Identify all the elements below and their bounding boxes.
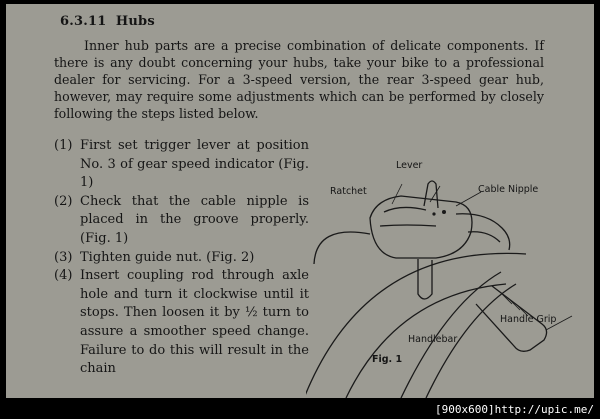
lever-blade: [423, 180, 439, 209]
inner-arc: [345, 283, 507, 398]
section-heading: 6.3.11 Hubs: [60, 14, 155, 29]
watermark: [900x600]http://upic.me/: [431, 402, 598, 417]
clamp-body: [417, 259, 433, 300]
step-item: (4) Insert coupling rod through axle hol…: [54, 267, 309, 379]
step-text: First set trigger lever at position No. …: [80, 138, 309, 191]
step-number: (3): [54, 249, 73, 265]
step-text: Tighten guide nut. (Fig. 2): [80, 249, 255, 265]
brake-lever-bottom: [467, 231, 501, 243]
bar-upper: [400, 271, 502, 398]
intro-paragraph: Inner hub parts are a precise combinatio…: [54, 37, 544, 122]
step-text: Insert coupling rod through axle hole an…: [80, 268, 309, 377]
bar-lower: [425, 283, 517, 398]
section-title: Hubs: [115, 14, 155, 29]
step-item: (2) Check that the cable nipple is place…: [54, 193, 309, 249]
leader-ratchet: [391, 183, 403, 205]
label-cable-nipple: Cable Nipple: [478, 184, 539, 195]
brake-lever-top: [455, 213, 511, 251]
housing-detail: [383, 206, 427, 213]
step-number: (4): [54, 268, 73, 284]
figure-caption: Fig. 1: [372, 354, 403, 365]
step-item: (3) Tighten guide nut. (Fig. 2): [54, 249, 309, 268]
outer-arc: [306, 252, 527, 396]
leader-cable-nipple: [455, 191, 482, 207]
step-number: (2): [54, 193, 73, 209]
section-number: 6.3.11: [60, 14, 107, 29]
intro-text: Inner hub parts are a precise combinatio…: [54, 38, 544, 121]
steps-list: (1) First set trigger lever at position …: [54, 137, 309, 379]
watermark-size: [900x600]: [435, 403, 495, 416]
handlebar-diagram: [306, 180, 573, 398]
cable-left: [313, 231, 371, 265]
figure-1: Lever Ratchet Cable Nipple Handle Grip H…: [306, 154, 591, 398]
handle-grip: [475, 285, 548, 352]
step-number: (1): [54, 138, 73, 153]
label-handlebar: Handlebar: [408, 334, 458, 345]
manual-page: 6.3.11 Hubs Inner hub parts are a precis…: [6, 4, 594, 398]
watermark-url: http://upic.me/: [494, 403, 594, 416]
label-lever: Lever: [396, 160, 423, 171]
housing-detail-2: [379, 224, 437, 227]
step-text: Check that the cable nipple is placed in…: [80, 193, 309, 246]
label-handle-grip: Handle Grip: [500, 314, 557, 325]
label-ratchet: Ratchet: [330, 186, 367, 197]
leader-lever: [429, 185, 441, 203]
step-item: (1) First set trigger lever at position …: [54, 137, 309, 193]
leader-handle-grip: [545, 315, 573, 331]
